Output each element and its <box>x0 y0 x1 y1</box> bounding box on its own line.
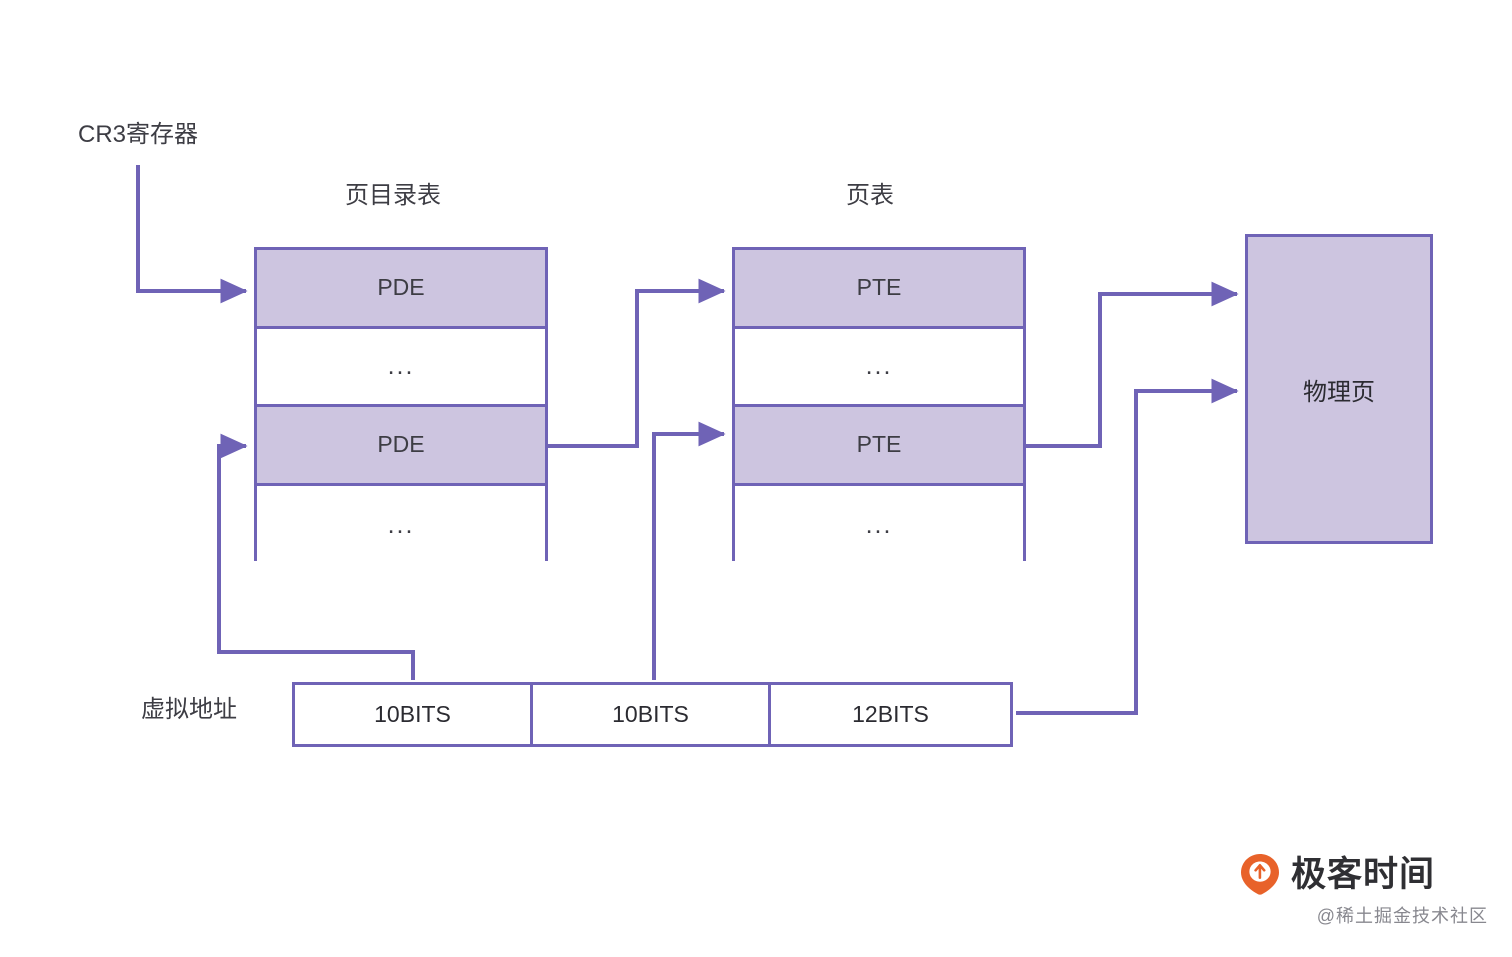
page-directory-table: PDE ... PDE ... <box>254 247 548 564</box>
table-row: ... <box>735 328 1023 407</box>
page-table-entry-label: PTE <box>856 431 902 458</box>
ellipsis-label: ... <box>387 510 415 539</box>
page-directory-title: 页目录表 <box>345 182 441 209</box>
virtual-address-field-label: 10BITS <box>612 701 689 727</box>
page-directory-entry-label: PDE <box>377 274 425 301</box>
ellipsis-label: ... <box>865 510 893 539</box>
table-row: ... <box>257 485 545 564</box>
arrow-pte2-to-physical-page <box>1026 281 1239 448</box>
virtual-address-field-directory-index: 10BITS <box>292 682 533 747</box>
table-row: PDE <box>257 407 545 486</box>
virtual-address-field-label: 10BITS <box>374 701 451 727</box>
page-table-title: 页表 <box>846 182 894 209</box>
arrow-pde2-to-pte1 <box>548 278 726 448</box>
table-row: PDE <box>257 250 545 329</box>
physical-page-box: 物理页 <box>1245 234 1433 544</box>
arrow-vafield3-to-physical-page <box>1016 378 1239 715</box>
geekbang-logo-icon <box>1241 854 1279 895</box>
page-directory-entry-label: PDE <box>377 431 425 458</box>
virtual-address-field-offset: 12BITS <box>768 682 1013 747</box>
arrow-vafield2-to-pte2 <box>652 421 726 680</box>
virtual-address-strip: 10BITS 10BITS 12BITS <box>292 682 1013 747</box>
ellipsis-label: ... <box>387 352 415 381</box>
arrow-cr3-to-pde1 <box>136 165 248 304</box>
virtual-address-field-table-index: 10BITS <box>530 682 771 747</box>
table-row: PTE <box>735 250 1023 329</box>
virtual-address-field-label: 12BITS <box>852 701 929 727</box>
physical-page-label: 物理页 <box>1303 378 1375 406</box>
page-table: PTE ... PTE ... <box>732 247 1026 564</box>
table-row: ... <box>735 485 1023 564</box>
virtual-address-label: 虚拟地址 <box>141 696 237 723</box>
watermark: 极客时间 @稀土掘金技术社区 <box>1238 852 1488 944</box>
table-row: ... <box>257 328 545 407</box>
table-row: PTE <box>735 407 1023 486</box>
page-table-entry-label: PTE <box>856 274 902 301</box>
watermark-handle: @稀土掘金技术社区 <box>1316 906 1488 926</box>
watermark-brand: 极客时间 <box>1291 854 1436 894</box>
ellipsis-label: ... <box>865 352 893 381</box>
cr3-register-label: CR3寄存器 <box>78 121 199 148</box>
